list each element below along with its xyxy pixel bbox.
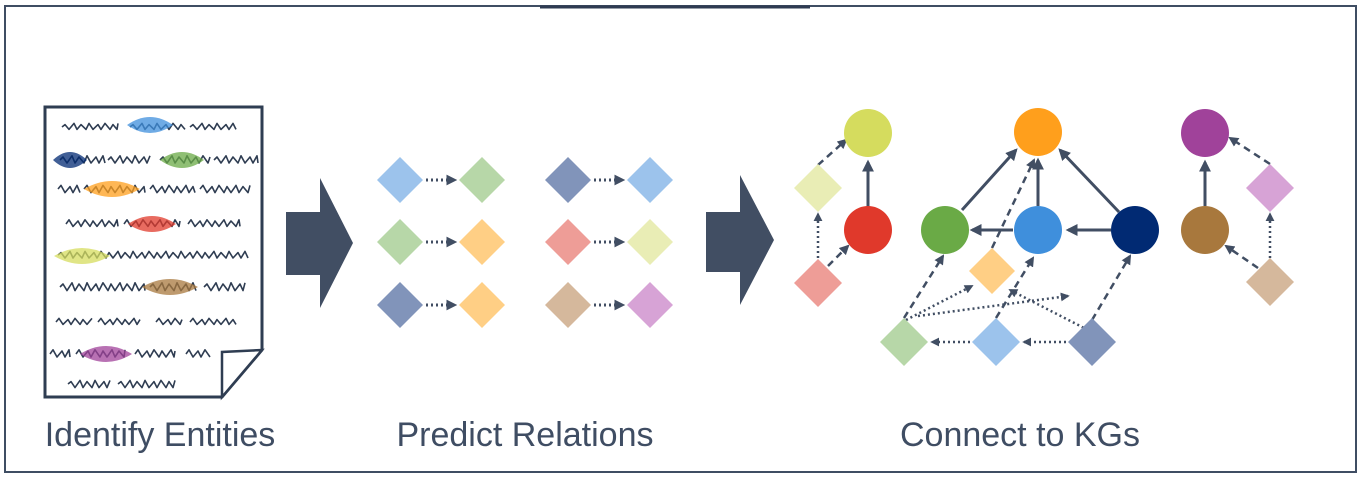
kg-link-dashed xyxy=(1228,136,1271,166)
kg-link-dotted xyxy=(917,292,1070,318)
entity-highlight xyxy=(54,248,110,264)
relation-pair xyxy=(377,282,505,328)
kg-link-dashed xyxy=(990,158,1036,249)
scribble-line xyxy=(187,219,241,228)
entity-diamond xyxy=(545,282,591,328)
entity-diamond xyxy=(377,282,423,328)
scribble-line xyxy=(117,379,176,389)
kg-link-dotted xyxy=(1008,288,1089,332)
scribble-line xyxy=(189,317,237,326)
entity-diamond xyxy=(972,318,1020,366)
relation-pair xyxy=(545,219,673,265)
entity-diamond xyxy=(880,318,928,366)
entity-diamond xyxy=(459,157,505,203)
kg-node xyxy=(844,206,892,254)
entity-diamond xyxy=(459,219,505,265)
entity-diamond xyxy=(545,219,591,265)
kg-edge xyxy=(960,148,1018,212)
relation-pair xyxy=(545,282,673,328)
scribble-line xyxy=(59,282,146,292)
kg-left xyxy=(794,109,892,307)
scribble-line xyxy=(134,349,176,358)
document-scribbles xyxy=(49,117,259,389)
entity-diamond xyxy=(545,157,591,203)
arrow-to-predict xyxy=(286,178,353,308)
arrow-to-connect xyxy=(706,175,774,305)
kg-node xyxy=(1181,109,1229,157)
kg-node xyxy=(1111,206,1159,254)
entity-diamond xyxy=(377,157,423,203)
stage-label-predict-relations: Predict Relations xyxy=(396,416,654,454)
kg-link-dashed xyxy=(902,254,945,319)
entity-diamond xyxy=(969,248,1015,294)
relation-pair xyxy=(377,219,505,265)
scribble-line xyxy=(55,317,93,326)
scribble-line xyxy=(65,219,119,228)
scribble-line xyxy=(199,184,251,194)
kg-middle xyxy=(880,108,1159,366)
entity-diamond xyxy=(377,219,423,265)
entity-highlight xyxy=(84,181,140,197)
entity-highlight xyxy=(142,279,198,295)
scribble-line xyxy=(213,155,259,164)
entity-diamond xyxy=(459,282,505,328)
kg-link-dashed xyxy=(1090,254,1132,321)
entity-diamond xyxy=(794,164,842,212)
kg-node xyxy=(844,109,892,157)
entity-diamond xyxy=(1246,164,1294,212)
entity-highlight xyxy=(128,216,176,232)
entity-diamond xyxy=(627,219,673,265)
kg-node xyxy=(921,206,969,254)
stage-label-identify-entities: Identify Entities xyxy=(44,416,276,454)
kg-link-dashed xyxy=(1224,244,1259,270)
scribble-line xyxy=(185,349,211,358)
entity-diamond xyxy=(794,259,842,307)
entity-highlight xyxy=(127,117,173,133)
kg-link-dashed xyxy=(827,244,850,267)
scribble-line xyxy=(97,317,141,326)
scribble-line xyxy=(189,122,237,131)
entity-diamond xyxy=(1246,258,1294,306)
scribble-line xyxy=(203,282,246,292)
kg-link-dotted xyxy=(905,284,974,322)
scribble-line xyxy=(107,155,151,164)
kg-edge xyxy=(1058,148,1121,214)
kg-node xyxy=(1014,108,1062,156)
scribble-line xyxy=(67,379,111,389)
stage-label-connect-to-kgs: Connect to KGs xyxy=(899,416,1140,454)
kg-node xyxy=(1181,206,1229,254)
scribble-line xyxy=(61,122,119,131)
entity-highlight xyxy=(80,346,132,362)
scribble-line xyxy=(57,184,81,194)
relation-pair xyxy=(377,157,505,203)
relation-pair xyxy=(545,157,673,203)
relation-pairs xyxy=(377,157,673,328)
document-icon xyxy=(43,105,265,401)
entity-highlight xyxy=(53,152,87,168)
entity-diamond xyxy=(627,282,673,328)
kg-right xyxy=(1181,109,1294,306)
scribble-line xyxy=(49,349,71,358)
scribble-line xyxy=(155,317,183,326)
entity-highlight xyxy=(160,152,204,168)
scribble-line xyxy=(149,184,196,194)
kg-node xyxy=(1014,206,1062,254)
entity-diamond xyxy=(627,157,673,203)
entity-diamond xyxy=(1068,318,1116,366)
kg-link-dashed xyxy=(817,138,848,166)
